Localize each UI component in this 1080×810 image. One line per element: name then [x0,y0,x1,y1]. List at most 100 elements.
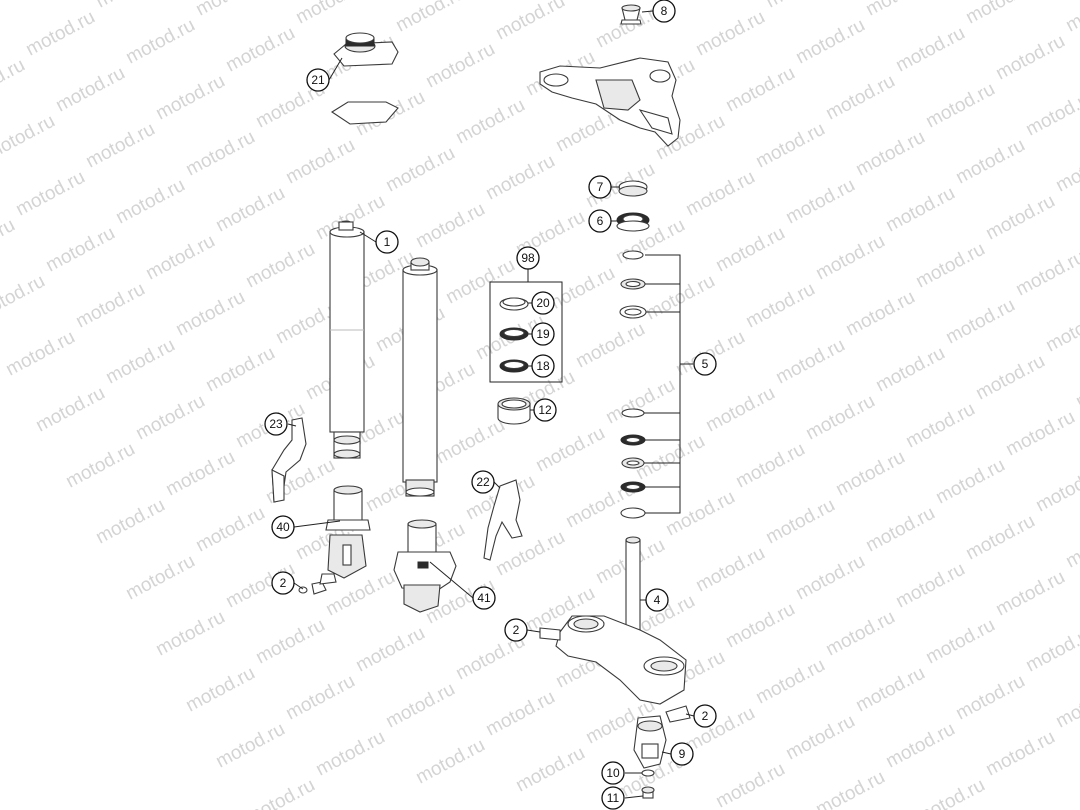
watermark-text: motod.ru [982,727,1058,781]
watermark-text: motod.ru [542,263,618,317]
watermark-text: motod.ru [692,543,768,597]
watermark-text: motod.ru [0,55,29,109]
callout-20[interactable]: 20 [531,291,555,315]
callout-2-left[interactable]: 2 [271,571,295,595]
watermark-text: motod.ru [352,623,428,677]
watermark-text: motod.ru [782,711,858,765]
watermark-text: motod.ru [952,135,1028,189]
watermark-text: motod.ru [912,775,988,810]
watermark-text: motod.ru [182,663,258,717]
svg-text:4: 4 [654,593,661,607]
watermark-text: motod.ru [952,671,1028,725]
callout-6[interactable]: 6 [588,209,612,233]
part-2-bolt-left [298,573,337,595]
watermark-text: motod.ru [1002,407,1078,461]
svg-text:41: 41 [477,591,491,605]
watermark-text: motod.ru [942,295,1018,349]
watermark-text: motod.ru [192,503,268,557]
watermark-text: motod.ru [192,0,268,20]
svg-text:2: 2 [513,623,520,637]
watermark-text: motod.ru [1062,0,1080,36]
watermark-text: motod.ru [972,351,1048,405]
part-5-bearing-rings-upper [619,250,647,319]
svg-text:18: 18 [536,359,550,373]
watermark-text: motod.ru [922,615,998,669]
watermark-text: motod.ru [222,23,298,77]
watermark-text: motod.ru [412,199,488,253]
callout-8[interactable]: 8 [652,0,676,23]
callout-41[interactable]: 41 [472,586,496,610]
callout-2-right[interactable]: 2 [693,704,717,728]
watermark-text: motod.ru [812,767,888,810]
watermark-text: motod.ru [772,335,848,389]
callout-40[interactable]: 40 [271,515,295,539]
svg-text:8: 8 [661,4,668,18]
lower-triple-clamp [539,615,691,723]
callout-19[interactable]: 19 [531,322,555,346]
watermark-text: motod.ru [212,183,288,237]
callout-9[interactable]: 9 [670,742,694,766]
watermark-text: motod.ru [1052,679,1080,733]
callout-10[interactable]: 10 [601,761,625,785]
watermark-text: motod.ru [732,439,808,493]
callout-7[interactable]: 7 [588,175,612,199]
watermark-text: motod.ru [492,527,568,581]
callout-12[interactable]: 12 [533,398,557,422]
watermark-text: motod.ru [0,215,19,269]
watermark-text: motod.ru [752,119,828,173]
svg-text:5: 5 [702,357,709,371]
watermark-text: motod.ru [182,127,258,181]
watermark-text: motod.ru [992,31,1068,85]
callout-98[interactable]: 98 [516,246,540,270]
watermark-text: motod.ru [702,383,778,437]
callout-22[interactable]: 22 [471,470,495,494]
callout-23[interactable]: 23 [264,412,288,436]
watermark-text: motod.ru [292,0,368,28]
watermark-text: motod.ru [882,719,958,773]
watermark-text: motod.ru [962,0,1038,28]
watermark-text: motod.ru [452,95,528,149]
callout-5[interactable]: 5 [693,352,717,376]
part-6-seal-ring [616,212,650,232]
watermark-text: motod.ru [1052,143,1080,197]
part-5-bearing-rings-lower [620,408,646,519]
watermark-text: motod.ru [1062,519,1080,573]
callout-21[interactable]: 21 [306,68,330,92]
svg-text:20: 20 [536,296,550,310]
watermark-text: motod.ru [172,287,248,341]
watermark-text: motod.ru [682,167,758,221]
watermark-text: motod.ru [282,135,358,189]
callout-11[interactable]: 11 [601,786,625,810]
watermark-text: motod.ru [242,239,318,293]
watermark-text: motod.ru [82,119,158,173]
leader-lines [287,10,695,799]
svg-text:9: 9 [679,747,686,761]
svg-text:7: 7 [597,180,604,194]
part-98-seal-kit-box [489,281,563,383]
callout-2-center[interactable]: 2 [504,618,528,642]
watermark-text: motod.ru [822,607,898,661]
svg-text:12: 12 [538,403,552,417]
watermark-text: motod.ru [762,0,838,12]
watermark-text: motod.ru [252,615,328,669]
watermark-text: motod.ru [852,127,928,181]
callout-18[interactable]: 18 [531,354,555,378]
watermark-text: motod.ru [642,271,718,325]
part-8-top-bolt [620,4,642,25]
watermark-text: motod.ru [152,71,228,125]
watermark-text: motod.ru [92,495,168,549]
callout-1[interactable]: 1 [375,230,399,254]
watermark-text: motod.ru [152,607,228,661]
watermark-text: motod.ru [852,663,928,717]
watermark-text: motod.ru [872,343,948,397]
svg-text:21: 21 [311,73,325,87]
part-1-left-fork-tube [325,220,371,579]
watermark-text: motod.ru [822,71,898,125]
callout-4[interactable]: 4 [645,588,669,612]
watermark-text: motod.ru [42,223,118,277]
watermark-text: motod.ru [742,279,818,333]
part-22-bracket [483,479,523,561]
watermark-text: motod.ru [712,223,788,277]
watermark-text: motod.ru [1022,623,1080,677]
